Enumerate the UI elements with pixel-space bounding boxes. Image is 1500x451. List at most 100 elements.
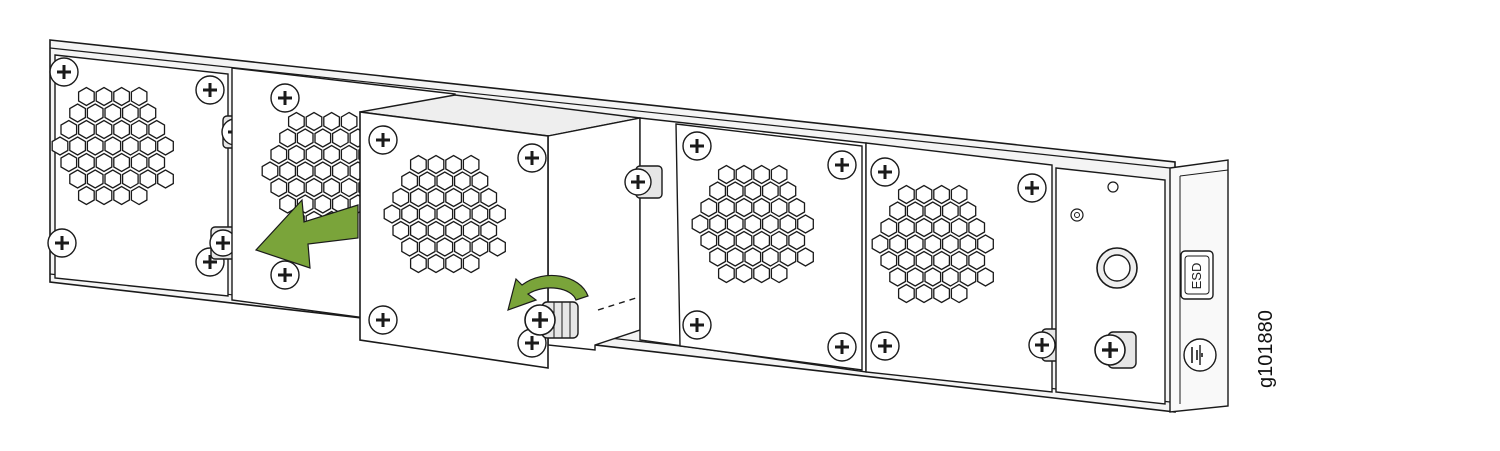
grille-hole [130,185,148,206]
grille-hole [409,253,427,274]
grille-hole [436,204,454,224]
grille-hole [69,169,87,189]
grille-hole [770,263,788,284]
grille-hole [95,185,113,206]
phillips-screw-icon [1017,173,1047,203]
grille-hole [436,171,454,191]
grille-hole [77,119,95,140]
grille-hole [770,230,788,251]
phillips-screw-icon [682,310,712,340]
grille-hole [788,197,806,218]
grille-hole [60,119,78,140]
grille-hole [906,234,924,254]
phillips-screw-icon [270,83,300,113]
grille-hole [959,234,977,254]
phillips-screw-icon [827,332,857,362]
grille-hole [735,164,753,185]
grille-hole [735,230,753,251]
grille-hole [941,267,959,287]
grille-hole [401,171,419,191]
grille-hole [462,154,480,175]
grille-hole [445,187,463,208]
grille-hole [753,230,771,251]
grille-hole [445,253,463,274]
grille-hole [279,194,297,214]
grille-hole [471,204,489,224]
grille-hole [401,237,419,257]
grille-hole [933,250,951,271]
fan-grille-1 [51,86,174,206]
grille-hole [305,177,323,198]
grille-hole [462,187,480,208]
grille-hole [744,214,762,234]
grille-hole [950,283,968,304]
grille-hole [305,111,323,132]
counterclockwise-arrow-icon [507,274,589,311]
grille-hole [157,136,174,156]
grille-hole [691,214,709,234]
grille-hole [331,161,349,181]
grille-hole [471,237,489,257]
grille-hole [889,234,907,254]
grille-hole [489,237,506,257]
grille-hole [933,184,951,205]
fan-grille-4 [871,184,994,304]
grille-hole [753,164,771,185]
grille-hole [735,197,753,218]
grille-hole [924,234,942,254]
grille-hole [717,230,735,251]
grille-hole [726,181,744,201]
grille-hole [95,86,113,107]
grille-hole [915,250,933,271]
grille-hole [139,169,157,189]
grille-hole [340,144,358,165]
grille-hole [69,103,87,123]
grille-hole [77,185,95,206]
fan-module-3 [639,117,867,373]
grille-hole [139,136,157,156]
grille-hole [968,250,986,271]
grille-hole [148,119,166,140]
phillips-screw-icon [870,331,900,361]
grille-hole [340,177,358,198]
grille-hole [950,217,968,238]
phillips-screw-icon [827,150,857,180]
figure-id: g101880 [1255,310,1277,388]
grille-hole [130,86,148,107]
grille-hole [130,119,148,140]
grille-hole [314,128,332,148]
grille-hole [409,220,427,241]
phillips-screw-icon [870,157,900,187]
grille-hole [287,177,305,198]
grille-hole [968,217,986,238]
grille-hole [761,214,779,234]
chassis-end-panel [1055,167,1166,405]
grille-hole [323,177,341,198]
grille-hole [86,136,104,156]
grille-hole [897,283,915,304]
grille-hole [717,263,735,284]
captive-screw-icon [209,226,238,260]
fan-module-4 [865,142,1053,393]
grille-hole [418,171,436,191]
grille-hole [489,204,506,224]
grille-hole [744,181,762,201]
grille-hole [744,247,762,267]
grille-hole [726,247,744,267]
grille-hole [453,204,471,224]
captive-screw-icon [1094,331,1137,369]
grille-hole [906,201,924,221]
grille-hole [453,237,471,257]
grille-hole [418,204,436,224]
grille-hole [121,103,139,123]
ground-icon [1183,338,1217,372]
grille-hole [880,217,898,238]
grille-hole [445,154,463,175]
grille-hole [933,283,951,304]
grille-hole [462,253,480,274]
grille-hole [897,184,915,205]
grille-hole [445,220,463,241]
grille-hole [761,181,779,201]
grille-hole [279,128,297,148]
grille-hole [121,169,139,189]
